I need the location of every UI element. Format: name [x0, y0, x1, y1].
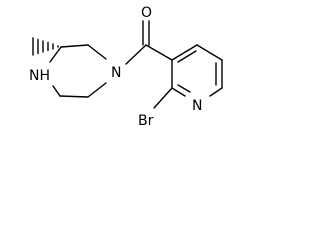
- bond-carbonyl-pyridine: [145, 44, 173, 61]
- bond-c3-n4: [49, 46, 62, 63]
- bond-n-c2-inner: [177, 84, 191, 93]
- bond-c6-n1: [87, 82, 107, 98]
- bond-c4-c5: [196, 44, 223, 61]
- pyridine-nitrogen-label: N: [192, 98, 202, 114]
- bond-n-c2: [171, 87, 186, 97]
- amine-nitrogen-label: NH: [29, 68, 50, 84]
- piperazine-ring: [49, 44, 107, 98]
- carbonyl-group: [125, 20, 173, 65]
- bond-c6-n: [209, 87, 223, 97]
- molecule-structure-diagram: O N NH N Br: [29, 5, 223, 129]
- bond-n4-c5: [52, 85, 61, 97]
- oxygen-label: O: [141, 5, 152, 21]
- bond-c3-c4-inner: [177, 50, 197, 63]
- pyridine-ring: [153, 44, 223, 109]
- bromine-label: Br: [138, 113, 154, 129]
- bond-n1-carbonyl: [125, 44, 147, 65]
- bond-n1-c2: [87, 44, 107, 60]
- methyl-hashed-wedge: [32, 37, 59, 56]
- bond-c2-c3: [60, 44, 89, 48]
- amide-nitrogen-label: N: [111, 65, 121, 81]
- bond-c5-c6: [59, 95, 89, 98]
- bond-c2-br: [153, 87, 173, 109]
- bond-c3-c4: [171, 44, 198, 61]
